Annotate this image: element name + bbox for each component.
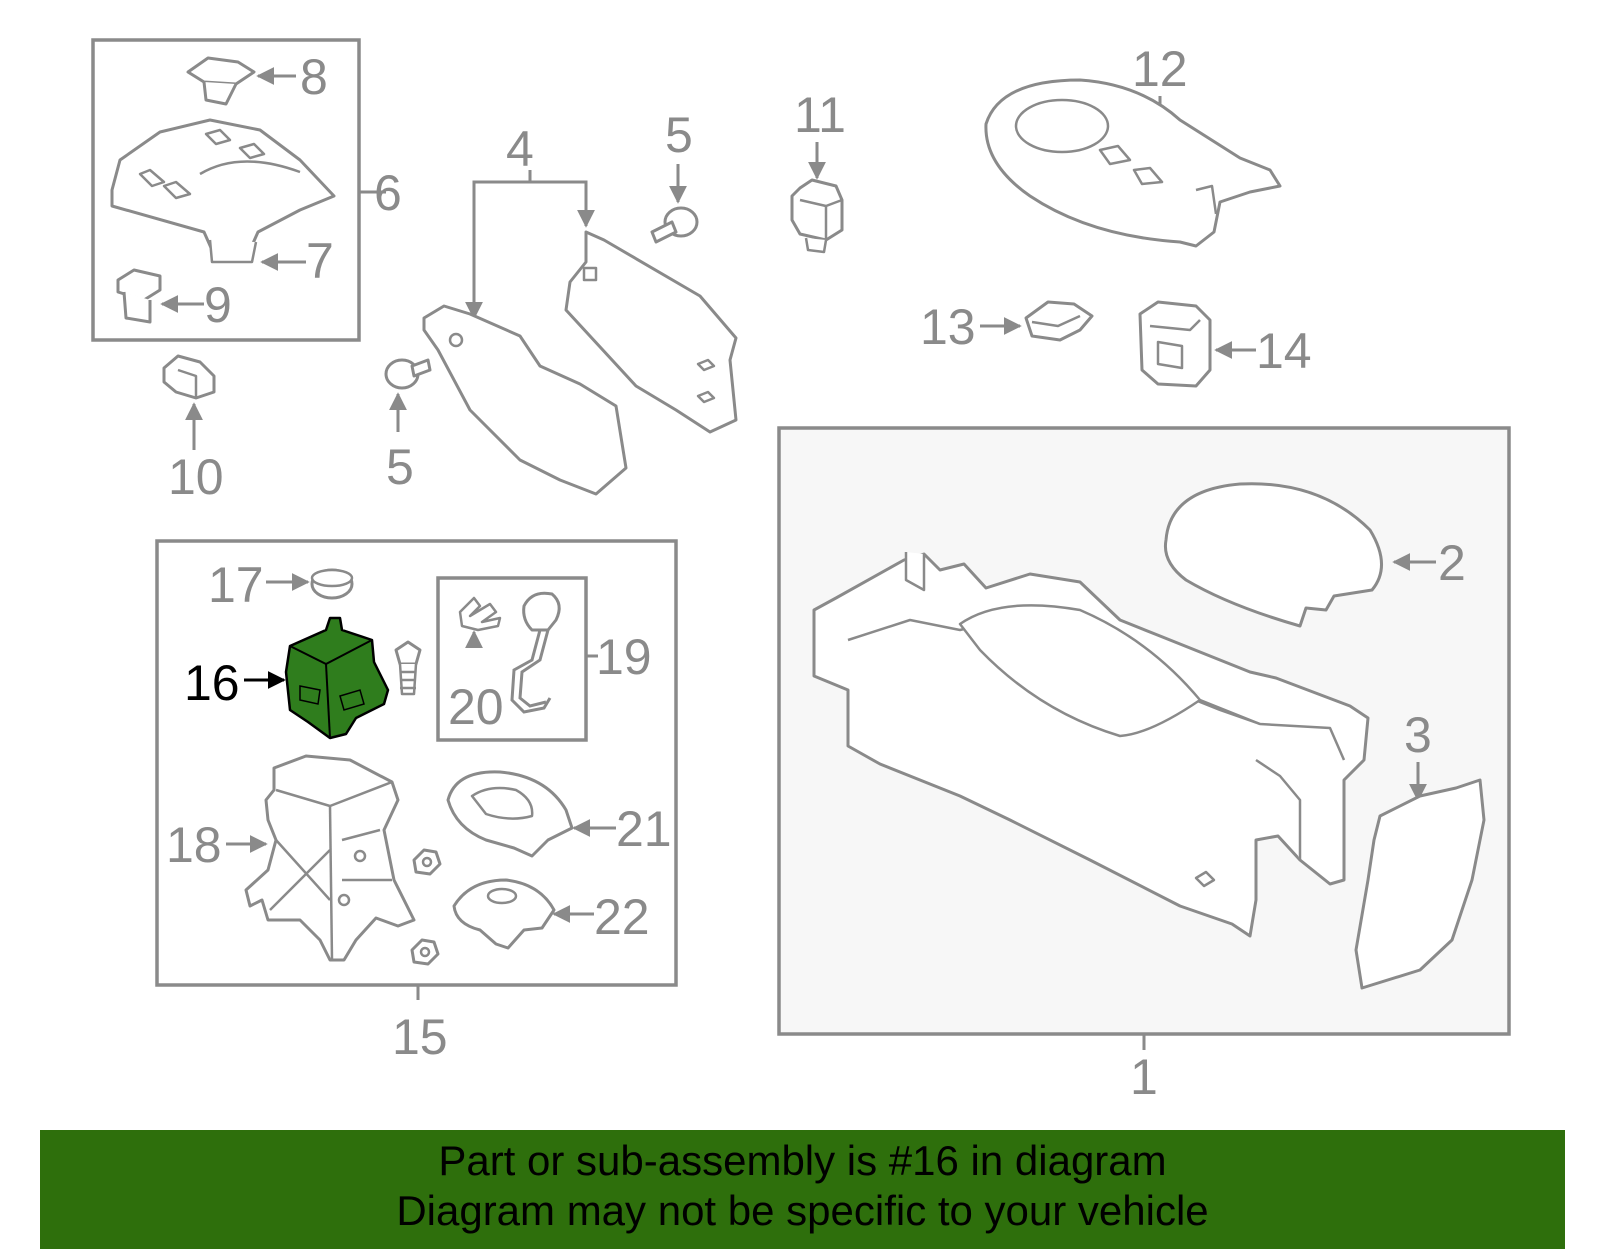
- nut-upper: [412, 848, 442, 876]
- bolt: [394, 640, 422, 696]
- callout-15: 15: [392, 1009, 448, 1065]
- callout-3: 3: [1404, 707, 1432, 763]
- part-20-clip: [458, 596, 502, 632]
- callout-2: 2: [1438, 535, 1466, 591]
- callout-6: 6: [374, 165, 402, 221]
- part-5-clip-bottom: [384, 358, 432, 390]
- group-box-6: [91, 38, 361, 342]
- part-18-shifter-base: [244, 754, 416, 962]
- callout-10: 10: [168, 449, 224, 505]
- callout-5-top: 5: [665, 107, 693, 163]
- callout-9: 9: [204, 277, 232, 333]
- part-3-end-panel: [1354, 778, 1486, 990]
- group-box-19: [436, 576, 588, 742]
- callout-17: 17: [208, 557, 264, 613]
- notice-banner: Part or sub-assembly is #16 in diagram D…: [40, 1130, 1565, 1249]
- banner-line-1: Part or sub-assembly is #16 in diagram: [438, 1137, 1167, 1184]
- part-10-bracket: [162, 354, 216, 400]
- callout-14: 14: [1256, 323, 1312, 379]
- callout-11: 11: [794, 87, 846, 143]
- nut-lower: [410, 938, 440, 966]
- callout-12: 12: [1132, 41, 1188, 97]
- callout-5-bottom: 5: [386, 439, 414, 495]
- part-5-clip-top: [650, 206, 699, 244]
- part-13-sensor: [1024, 300, 1094, 342]
- callout-7: 7: [306, 233, 334, 289]
- callout-16: 16: [184, 655, 240, 711]
- part-1-console: [812, 552, 1370, 938]
- callout-13: 13: [920, 299, 976, 355]
- part-17-ring: [310, 568, 354, 600]
- part-4-left-panel: [422, 304, 628, 496]
- callout-1: 1: [1130, 1049, 1158, 1105]
- part-21-boot-seal: [446, 770, 574, 858]
- part-16-shifter-highlighted: [284, 616, 390, 740]
- part-19-cable: [510, 591, 561, 714]
- callout-8: 8: [300, 49, 328, 105]
- callout-20: 20: [448, 679, 504, 735]
- part-6-shifter-cover: [110, 118, 336, 264]
- part-12-trim-plate: [984, 78, 1282, 248]
- callout-18: 18: [166, 817, 222, 873]
- callout-21: 21: [616, 801, 672, 857]
- callout-19: 19: [596, 629, 652, 685]
- part-11-switch: [790, 178, 844, 254]
- part-2-armrest-lid: [1163, 482, 1383, 628]
- callout-22: 22: [594, 889, 650, 945]
- part-4-right-panel: [564, 230, 738, 434]
- part-22-cover: [452, 878, 556, 950]
- part-9-clip: [116, 268, 162, 324]
- part-14-usb-module: [1138, 300, 1212, 388]
- banner-line-2: Diagram may not be specific to your vehi…: [396, 1187, 1209, 1234]
- callout-4: 4: [506, 121, 534, 177]
- part-8-clip: [186, 56, 256, 106]
